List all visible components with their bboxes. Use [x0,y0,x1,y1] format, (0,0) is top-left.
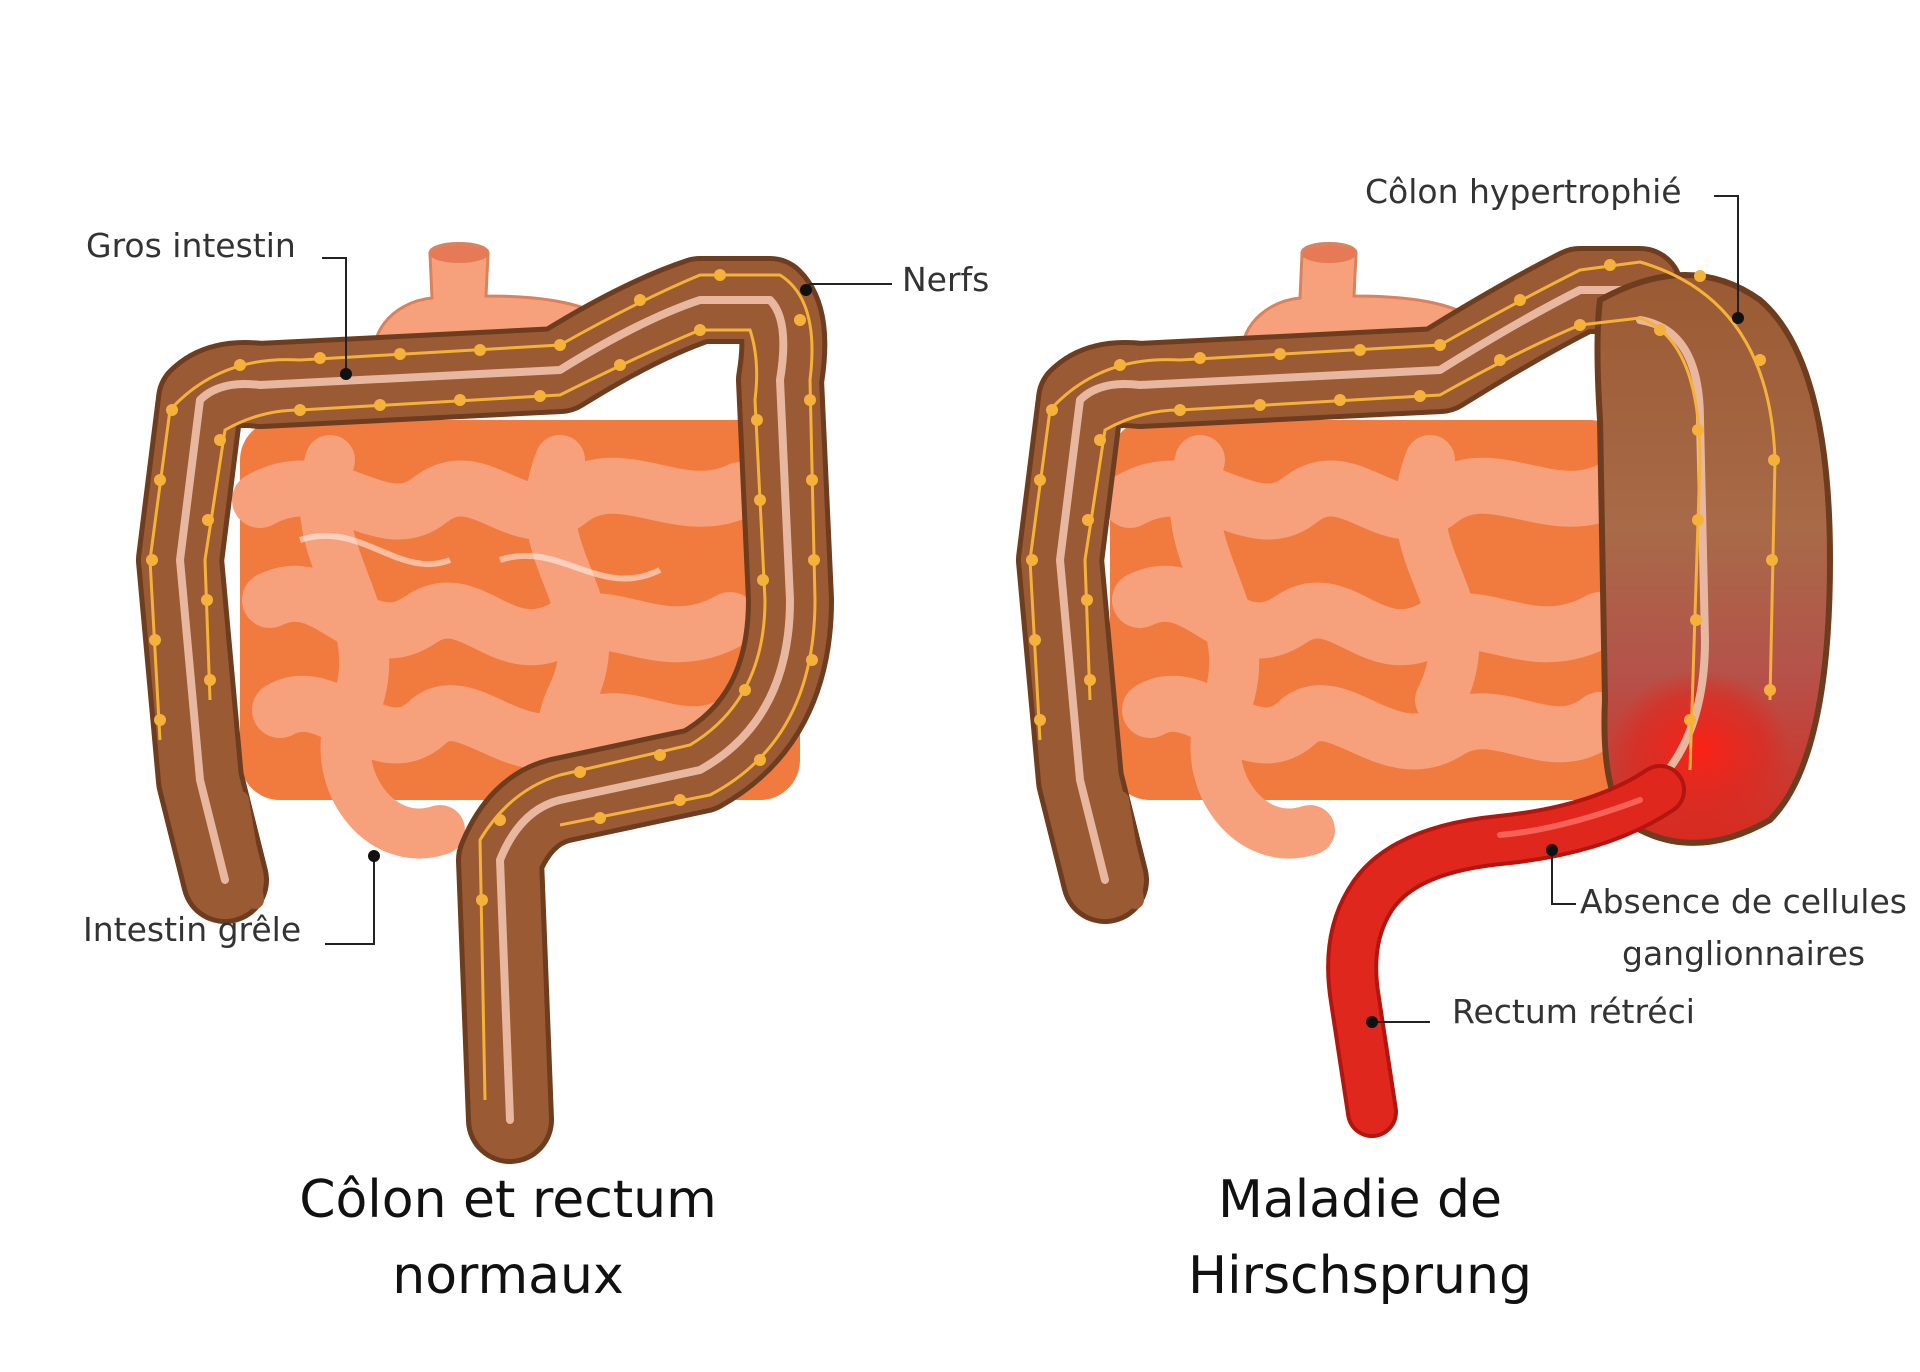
enlarged-colon [1594,272,1834,846]
leader-gros-intestin [322,257,347,374]
label-colon-hypertrophie: Côlon hypertrophié [1365,172,1682,211]
label-nerfs: Nerfs [902,260,990,299]
panel-normal [136,242,892,1164]
small-intestine-right [1102,420,1638,859]
caption-normal-line1: Côlon et rectum [299,1170,717,1230]
leader-nerfs [805,283,892,289]
caption-normal: Côlon et rectum normaux [208,1162,808,1314]
large-intestine-right [1016,246,1684,924]
leader-lines-left [322,257,892,945]
nerves-left [146,269,820,1101]
caption-hirschsprung-line1: Maladie de [1217,1170,1503,1230]
panel-hirschsprung [1016,195,1834,1138]
caption-hirschsprung: Maladie de Hirschsprung [1060,1162,1660,1314]
label-rectum-retreci: Rectum rétréci [1452,992,1695,1031]
large-intestine-left [136,256,834,1164]
leader-lines-right [1366,195,1744,1028]
leader-colon-hypertrophie [1714,195,1739,318]
caption-hirschsprung-line2: Hirschsprung [1188,1246,1532,1306]
label-intestin-grele: Intestin grêle [83,910,302,949]
label-absence-cellules-line1: Absence de cellules [1580,882,1907,921]
label-gros-intestin: Gros intestin [86,226,296,265]
narrowed-rectum [1326,764,1686,1138]
caption-normal-line2: normaux [392,1246,624,1306]
nerves-right [1026,259,1780,771]
label-absence-cellules-line2: ganglionnaires [1622,934,1866,973]
small-intestine-left [232,420,800,859]
leader-absence-cellules [1551,850,1576,905]
leader-intestin-grele [325,856,375,945]
